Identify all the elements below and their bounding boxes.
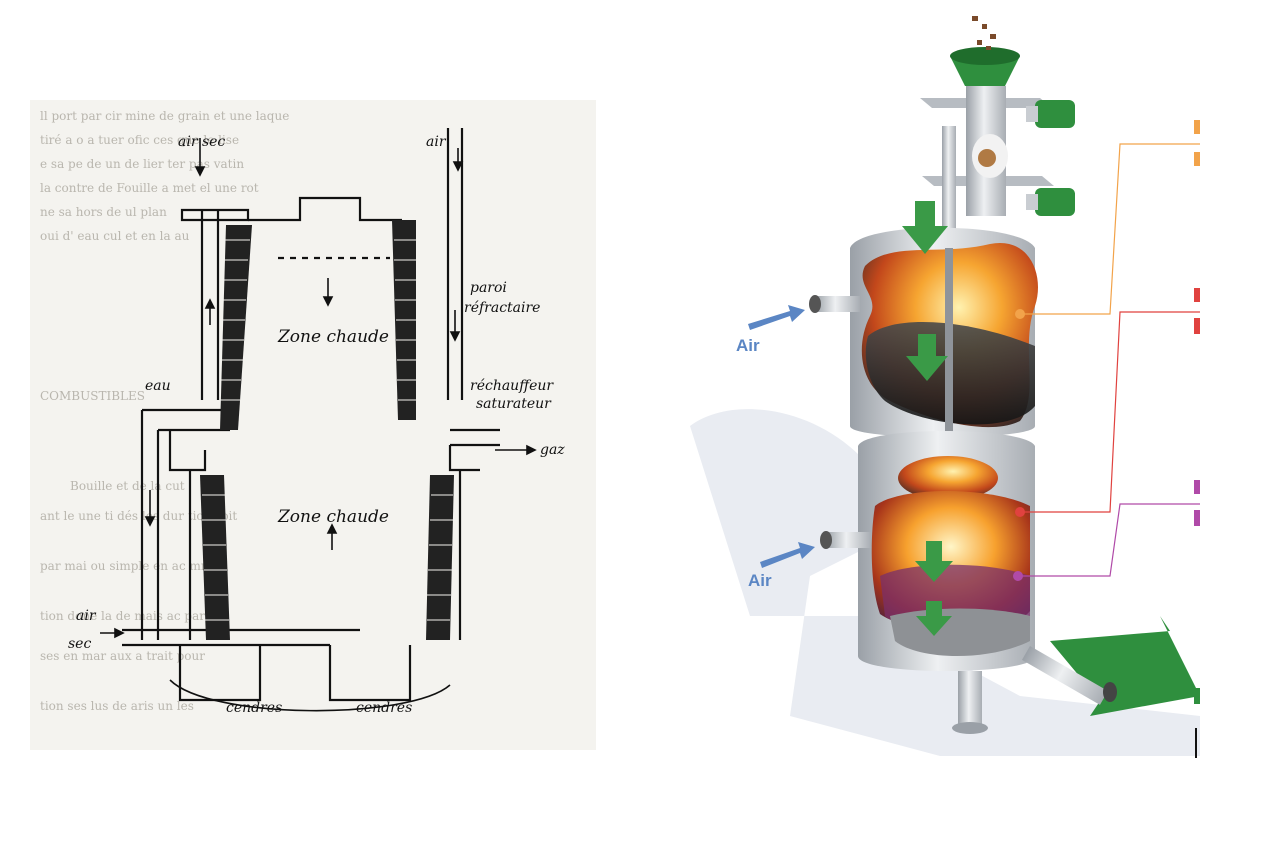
label-cendres-right: cendres — [356, 700, 412, 716]
refractory-walls — [200, 220, 454, 640]
gasifier-line-drawing — [122, 128, 500, 712]
label-air-sec-top: air sec — [178, 134, 225, 150]
label-paroi: paroi — [470, 280, 507, 296]
svg-text:ll port par cir mine de gr: ll port par cir mine de grain et une laq… — [40, 109, 289, 123]
svg-text:tiré a o a tuer ofic ces: tiré a o a tuer ofic ces que le lise — [40, 133, 239, 147]
label-zone-chaude-top: Zone chaude — [277, 327, 389, 347]
modern-gasifier-illustration: Air Air — [690, 16, 1200, 761]
background-book-text: ll port par cir mine de grain et une laq… — [40, 109, 289, 713]
svg-text:ne sa hors de ul plan: ne sa hors de ul plan — [40, 205, 167, 219]
historical-gasifier-drawing: ll port par cir mine de grain et une laq… — [30, 100, 596, 750]
label-gaz: gaz — [540, 442, 565, 458]
svg-text:e sa pe de un de lier t: e sa pe de un de lier ter pas vatin — [40, 157, 244, 171]
cropped-label-marks — [1194, 120, 1200, 758]
label-air-bottom: air — [76, 608, 97, 624]
flow-arrows — [100, 138, 537, 639]
solid-flow-arrows — [902, 201, 953, 636]
air-inlets — [809, 295, 871, 549]
label-refractaire: réfractaire — [464, 300, 540, 316]
svg-text:par mai ou simple en ac: par mai ou simple en ac mm — [40, 559, 213, 573]
svg-text:ant le une ti dés les du: ant le une ti dés les dur tion soit — [40, 509, 237, 523]
gas-outlet — [1022, 616, 1200, 716]
svg-text:ses en mar aux a trait p: ses en mar aux a trait pour — [40, 649, 205, 663]
air-label-top: Air — [736, 336, 760, 355]
feed-hopper — [950, 16, 1020, 86]
modern-gasifier-svg: Air Air — [690, 16, 1200, 758]
upper-vessel — [850, 227, 1038, 438]
floor-shadow — [690, 409, 1200, 756]
svg-text:COMBUSTIBLES: COMBUSTIBLES — [40, 389, 145, 403]
svg-text:Bouille et de la cut: Bouille et de la cut — [70, 479, 185, 493]
historical-gasifier-svg: ll port par cir mine de grain et une laq… — [40, 109, 565, 716]
svg-text:oui d' eau cul et en la: oui d' eau cul et en la au — [40, 229, 190, 243]
label-sec-bottom: sec — [68, 636, 91, 652]
feeder-assembly — [920, 86, 1075, 236]
label-air-top-right: air — [426, 134, 447, 150]
svg-text:tion ses lus de aris un: tion ses lus de aris un les — [40, 699, 194, 713]
svg-text:la contre de Fouille a me: la contre de Fouille a met el une rot — [40, 181, 259, 195]
label-rechauffeur: réchauffeur — [470, 378, 554, 394]
hatching — [202, 239, 453, 621]
label-cendres-left: cendres — [226, 700, 282, 716]
air-arrows — [748, 305, 815, 568]
label-zone-chaude-bottom: Zone chaude — [277, 507, 389, 527]
label-saturateur: saturateur — [476, 396, 552, 412]
air-label-bottom: Air — [748, 571, 772, 590]
grate-opening — [898, 456, 998, 500]
callout-leaders — [1013, 143, 1200, 581]
ash-layer — [890, 608, 1030, 656]
label-eau: eau — [145, 378, 171, 394]
svg-text:tion done la de mais ac: tion done la de mais ac parti — [40, 609, 214, 623]
